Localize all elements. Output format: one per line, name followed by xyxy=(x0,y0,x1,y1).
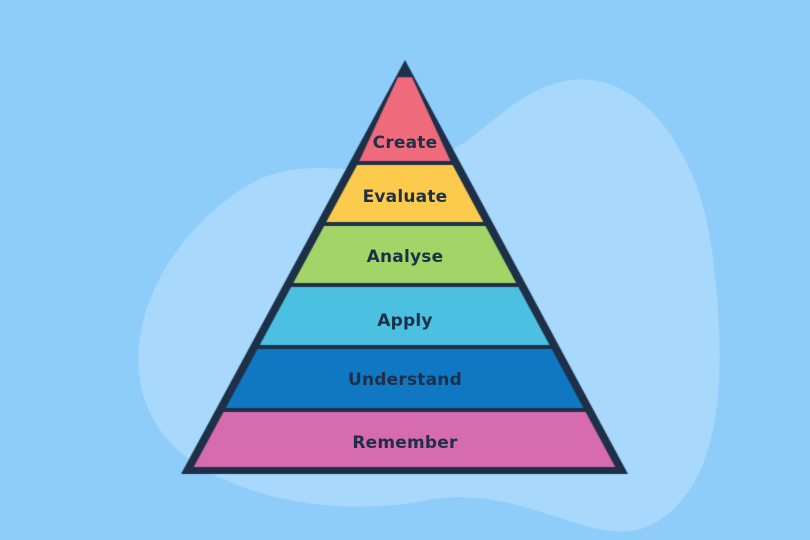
tier-label-create: Create xyxy=(372,133,438,153)
tier-label-understand: Understand xyxy=(348,370,462,390)
tier-label-analyse: Analyse xyxy=(366,247,444,267)
tier-label-apply: Apply xyxy=(377,311,433,331)
tier-label-remember: Remember xyxy=(352,433,458,453)
tier-label-evaluate: Evaluate xyxy=(362,187,448,207)
